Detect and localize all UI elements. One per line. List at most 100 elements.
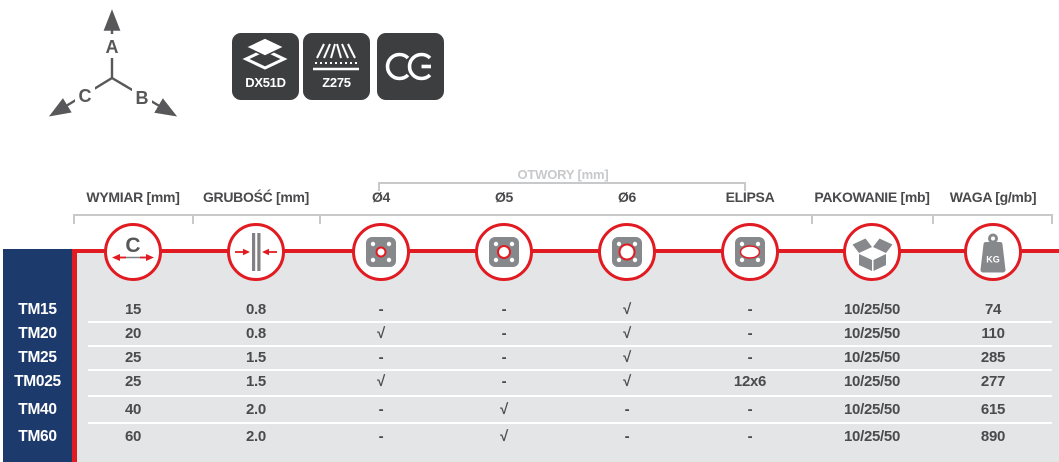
table-cell: 10/25/50 [844, 301, 900, 318]
badge-ce [377, 33, 444, 100]
header-rule-tick [192, 214, 194, 224]
table-cell: 1.5 [246, 349, 266, 366]
table-cell: 615 [980, 401, 1006, 418]
table-cell: - [378, 401, 384, 418]
table-cell: - [378, 349, 384, 366]
table-cell: 0.8 [246, 325, 266, 342]
hole-d4-icon [352, 223, 410, 281]
row-separator [88, 369, 1052, 371]
table-cell: 277 [980, 373, 1006, 390]
table-cell: 285 [980, 349, 1006, 366]
table-cell: 74 [984, 301, 1002, 318]
column-header-o6: Ø6 [617, 189, 637, 205]
table-cell: √ [623, 349, 631, 366]
table-cell: 10/25/50 [844, 373, 900, 390]
table-cell: √ [500, 428, 508, 445]
table-cell: - [747, 401, 753, 418]
header-rule-tick [811, 214, 813, 224]
red-divider-horizontal [72, 249, 1059, 253]
row-separator [88, 422, 1052, 424]
table-cell: 10/25/50 [844, 325, 900, 342]
table-cell: 1.5 [246, 373, 266, 390]
table-cell: √ [623, 301, 631, 318]
column-header-elipsa: ELIPSA [725, 189, 775, 205]
table-cell: 2.0 [246, 428, 266, 445]
table-cell: - [501, 325, 507, 342]
row-label-tm20: TM20 [18, 325, 57, 342]
axis-label-b: B [136, 88, 149, 108]
column-header-pakowanie: PAKOWANIE [mb] [814, 189, 930, 205]
table-cell: 110 [981, 325, 1005, 342]
ellipse-hole-icon [721, 223, 779, 281]
table-cell: √ [623, 373, 631, 390]
row-label-column [3, 249, 72, 462]
axis-label-c: C [79, 86, 92, 106]
zinc-coating-icon [313, 43, 359, 71]
row-separator [88, 321, 1052, 323]
table-cell: √ [377, 325, 385, 342]
holes-group-header: OTWORY [mm] [517, 167, 609, 182]
table-cell: 10/25/50 [844, 428, 900, 445]
table-cell: - [747, 349, 753, 366]
table-cell: 2.0 [246, 401, 266, 418]
row-label-tm40: TM40 [18, 401, 57, 418]
weight-kg-icon: KG [964, 223, 1022, 281]
table-cell: - [624, 428, 630, 445]
ce-mark-icon [385, 52, 432, 81]
row-separator [88, 345, 1052, 347]
header-rule-tick [1051, 214, 1053, 224]
table-cell: - [378, 428, 384, 445]
hole-d5-icon [475, 223, 533, 281]
table-cell: 15 [124, 301, 142, 318]
table-cell: - [747, 428, 753, 445]
row-label-tm15: TM15 [18, 301, 57, 318]
row-label-tm025: TM025 [14, 373, 61, 390]
svg-text:KG: KG [986, 255, 1000, 265]
table-cell: - [378, 301, 384, 318]
table-cell: 40 [124, 401, 142, 418]
table-cell: 20 [124, 325, 142, 342]
table-cell: 10/25/50 [844, 401, 900, 418]
table-cell: 0.8 [246, 301, 266, 318]
column-header-o5: Ø5 [494, 189, 514, 205]
table-cell: 12x6 [733, 373, 767, 390]
column-header-wymiar: WYMIAR [mm] [86, 189, 180, 205]
row-label-tm25: TM25 [18, 349, 57, 366]
table-cell: - [624, 401, 630, 418]
width-dimension-icon: C [104, 223, 162, 281]
column-header-o4: Ø4 [371, 189, 391, 205]
header-rule-tick [73, 214, 75, 224]
table-cell: 25 [124, 349, 142, 366]
header-rule [73, 214, 1053, 216]
column-header-waga: WAGA [g/mb] [949, 189, 1037, 205]
hole-d6-icon [598, 223, 656, 281]
header-rule-tick [932, 214, 934, 224]
table-cell: √ [623, 325, 631, 342]
table-cell: 60 [124, 428, 142, 445]
svg-text:C: C [125, 234, 140, 257]
holes-group-bracket [378, 182, 746, 184]
table-cell: 890 [980, 428, 1006, 445]
holes-group-bracket-tick-right [744, 182, 746, 191]
table-cell: - [501, 301, 507, 318]
table-cell: - [501, 349, 507, 366]
badge-z275: Z275 [303, 33, 370, 100]
package-box-icon [843, 223, 901, 281]
table-cell: - [747, 325, 753, 342]
badge-z275-label: Z275 [322, 75, 351, 90]
column-header-grubosc: GRUBOŚĆ [mm] [202, 189, 310, 205]
holes-group-bracket-tick-left [378, 182, 380, 191]
red-divider-vertical [72, 249, 77, 462]
steel-layers-icon [242, 37, 288, 70]
table-cell: √ [377, 373, 385, 390]
axis-label-a: A [106, 37, 119, 57]
header-rule-tick [319, 214, 321, 224]
badge-dx51d-label: DX51D [245, 75, 286, 90]
table-cell: - [747, 301, 753, 318]
table-cell: - [501, 373, 507, 390]
table-cell: 10/25/50 [844, 349, 900, 366]
thickness-icon [227, 223, 285, 281]
table-cell: 25 [124, 373, 142, 390]
row-label-tm60: TM60 [18, 428, 57, 445]
